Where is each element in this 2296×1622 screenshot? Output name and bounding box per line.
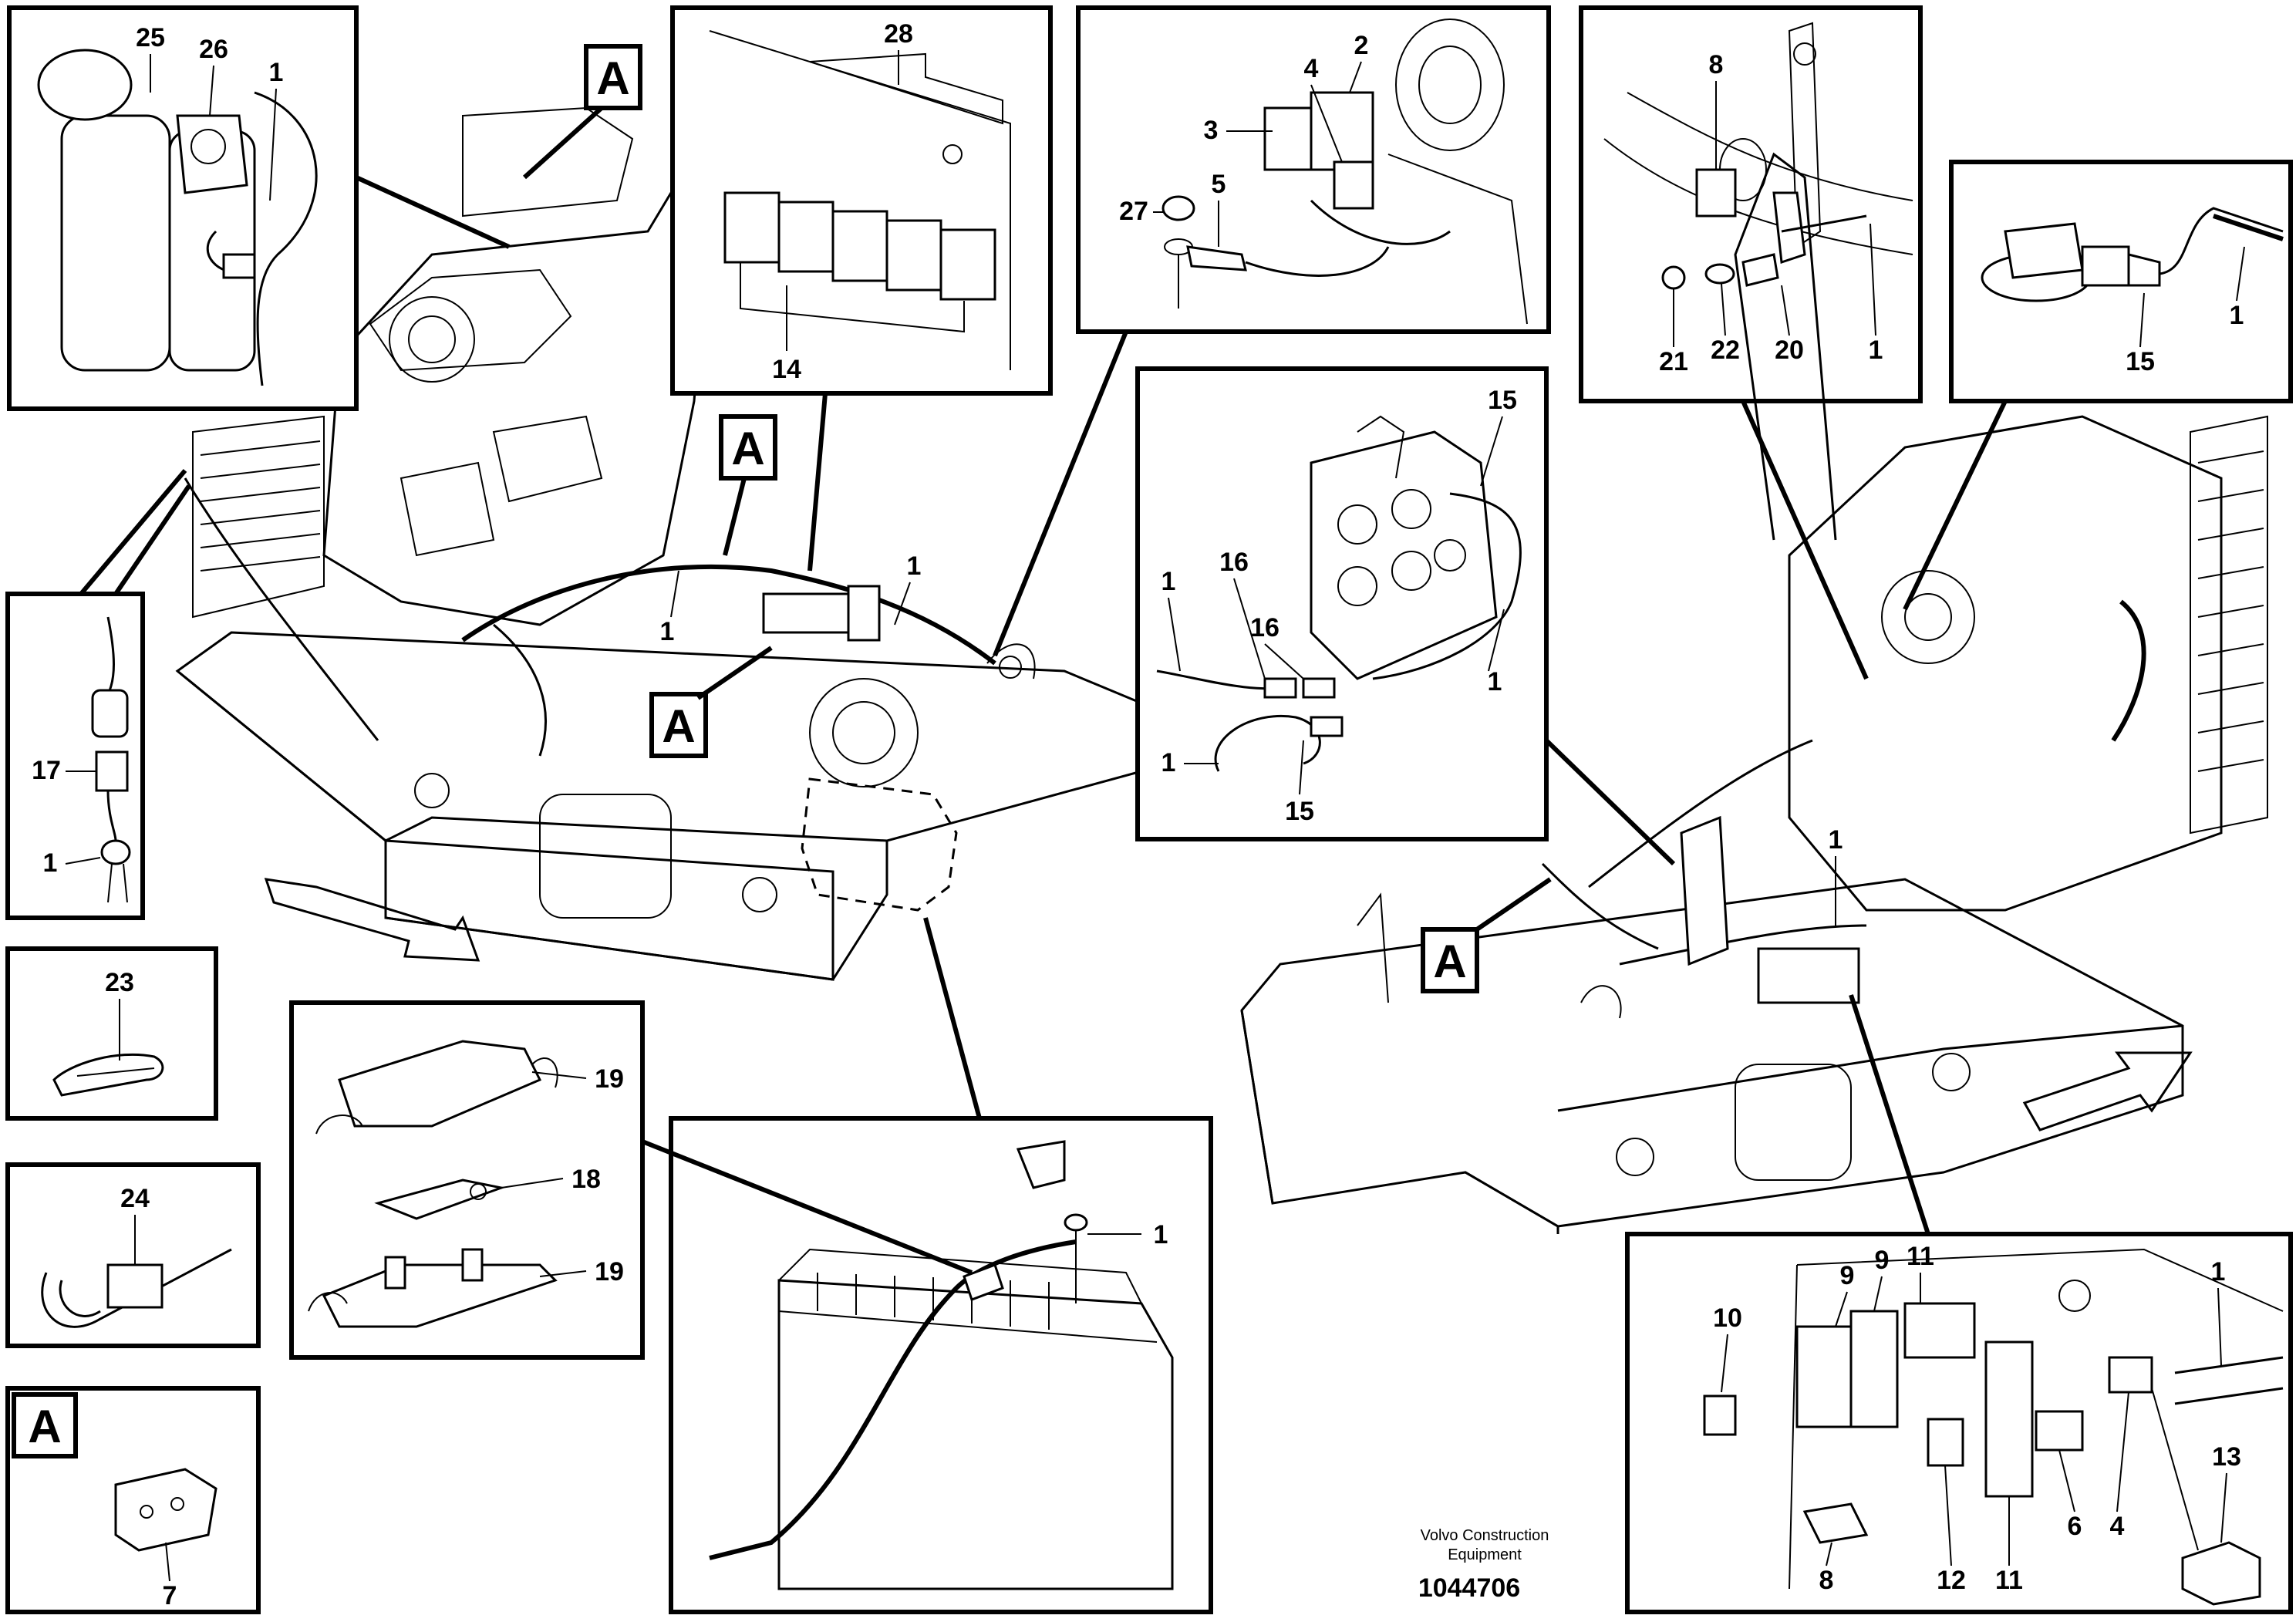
svg-text:16: 16	[1219, 548, 1249, 577]
svg-text:23: 23	[105, 968, 134, 997]
svg-text:A: A	[596, 52, 629, 104]
svg-text:15: 15	[1285, 797, 1314, 826]
inset-fuse-box: 10 9 9 11 1 8 12 11 6 4 13	[1625, 1232, 2293, 1614]
svg-text:8: 8	[1819, 1566, 1834, 1595]
right-main-callout: 1	[1829, 825, 1843, 926]
inset-control-valve: 15 16 16 1 1 1 15	[1135, 366, 1549, 841]
inset-terminal-covers: 19 18 19	[289, 1000, 645, 1360]
svg-text:1: 1	[2230, 301, 2244, 330]
svg-text:26: 26	[199, 35, 228, 64]
document-number: 1044706	[1418, 1573, 1520, 1603]
leader-inset-filter	[355, 175, 511, 249]
direction-arrow-left	[264, 878, 480, 962]
inset-cable-tie: 23	[5, 946, 218, 1121]
svg-text:18: 18	[571, 1165, 601, 1194]
leader-inset-battery	[923, 917, 982, 1119]
inset-fuel-filter: 25 26 1	[7, 5, 359, 411]
svg-text:21: 21	[1659, 347, 1688, 376]
svg-text:12: 12	[1937, 1566, 1966, 1595]
inset-cable-clamp: 24	[5, 1162, 261, 1348]
inset-ground-stud: 8 21 22 20 1	[1579, 5, 1923, 403]
leader-inset-in-line-fuse-2	[113, 484, 191, 595]
svg-text:16: 16	[1250, 613, 1279, 642]
svg-text:2: 2	[1354, 31, 1369, 60]
svg-text:6: 6	[2068, 1512, 2082, 1541]
svg-text:1: 1	[907, 551, 922, 581]
marker-a-4: 1 A	[1421, 877, 1552, 993]
svg-text:1: 1	[1161, 567, 1176, 596]
svg-text:15: 15	[1488, 386, 1517, 415]
svg-text:19: 19	[595, 1064, 624, 1094]
svg-text:28: 28	[884, 19, 913, 49]
svg-text:1: 1	[1154, 1220, 1168, 1249]
svg-text:1: 1	[269, 58, 284, 87]
svg-text:24: 24	[120, 1184, 150, 1213]
leader-inset-sensor	[1903, 400, 2008, 611]
main-view-callouts-left: 1 1	[660, 551, 922, 646]
svg-text:3: 3	[1204, 116, 1219, 145]
leader-inset-covers	[641, 1139, 973, 1275]
svg-text:A: A	[28, 1401, 61, 1452]
leader-inset-fuse	[1849, 994, 1930, 1235]
svg-text:9: 9	[1875, 1246, 1890, 1275]
inset-connector-a: A 7	[5, 1386, 261, 1614]
svg-text:20: 20	[1775, 336, 1804, 365]
inset-connectors: 2 4 3 27 5	[1076, 5, 1551, 334]
svg-text:1: 1	[1829, 825, 1843, 855]
leader-inset-connectors	[993, 330, 1128, 657]
svg-text:A: A	[1433, 936, 1466, 987]
svg-text:1: 1	[43, 848, 58, 878]
svg-text:1: 1	[1161, 748, 1176, 777]
inset-battery: 1	[669, 1116, 1213, 1614]
svg-text:10: 10	[1713, 1303, 1742, 1333]
marker-a-3: A	[649, 646, 773, 758]
svg-text:27: 27	[1119, 197, 1148, 226]
svg-text:9: 9	[1840, 1261, 1855, 1290]
svg-text:1: 1	[2211, 1257, 2226, 1286]
marker-a-2: A	[719, 414, 777, 556]
leader-inset-valve	[1544, 738, 1676, 866]
brand-line-2: Equipment	[1448, 1546, 1522, 1563]
svg-text:11: 11	[1907, 1242, 1934, 1271]
svg-text:1: 1	[1869, 336, 1883, 365]
right-machine-frame	[1240, 152, 2268, 1234]
inset-relay-block: 28 14	[670, 5, 1053, 396]
svg-text:1: 1	[660, 617, 675, 646]
left-machine-frame	[175, 106, 1158, 981]
svg-text:8: 8	[1709, 50, 1724, 79]
svg-text:A: A	[662, 700, 695, 752]
svg-text:4: 4	[2110, 1512, 2125, 1541]
direction-arrow-right	[2022, 1051, 2193, 1131]
svg-text:7: 7	[163, 1581, 177, 1610]
leader-inset-in-line-fuse	[79, 469, 187, 595]
brand-line-1: Volvo Construction	[1421, 1527, 1549, 1544]
svg-text:22: 22	[1711, 336, 1740, 365]
svg-text:13: 13	[2212, 1442, 2241, 1472]
inset-sensor: 15 1	[1949, 160, 2293, 403]
svg-text:4: 4	[1304, 54, 1319, 83]
svg-text:15: 15	[2126, 347, 2155, 376]
inset-in-line-fuse: 17 1	[5, 592, 145, 920]
marker-a-1: A	[522, 44, 642, 180]
svg-text:14: 14	[772, 355, 801, 384]
svg-text:19: 19	[595, 1257, 624, 1286]
svg-text:25: 25	[136, 23, 165, 52]
leader-inset-relay	[807, 393, 828, 572]
svg-text:A: A	[731, 423, 764, 474]
svg-text:5: 5	[1212, 170, 1226, 199]
svg-text:11: 11	[1995, 1566, 2023, 1595]
svg-text:17: 17	[32, 756, 61, 785]
svg-text:1: 1	[1488, 667, 1502, 696]
